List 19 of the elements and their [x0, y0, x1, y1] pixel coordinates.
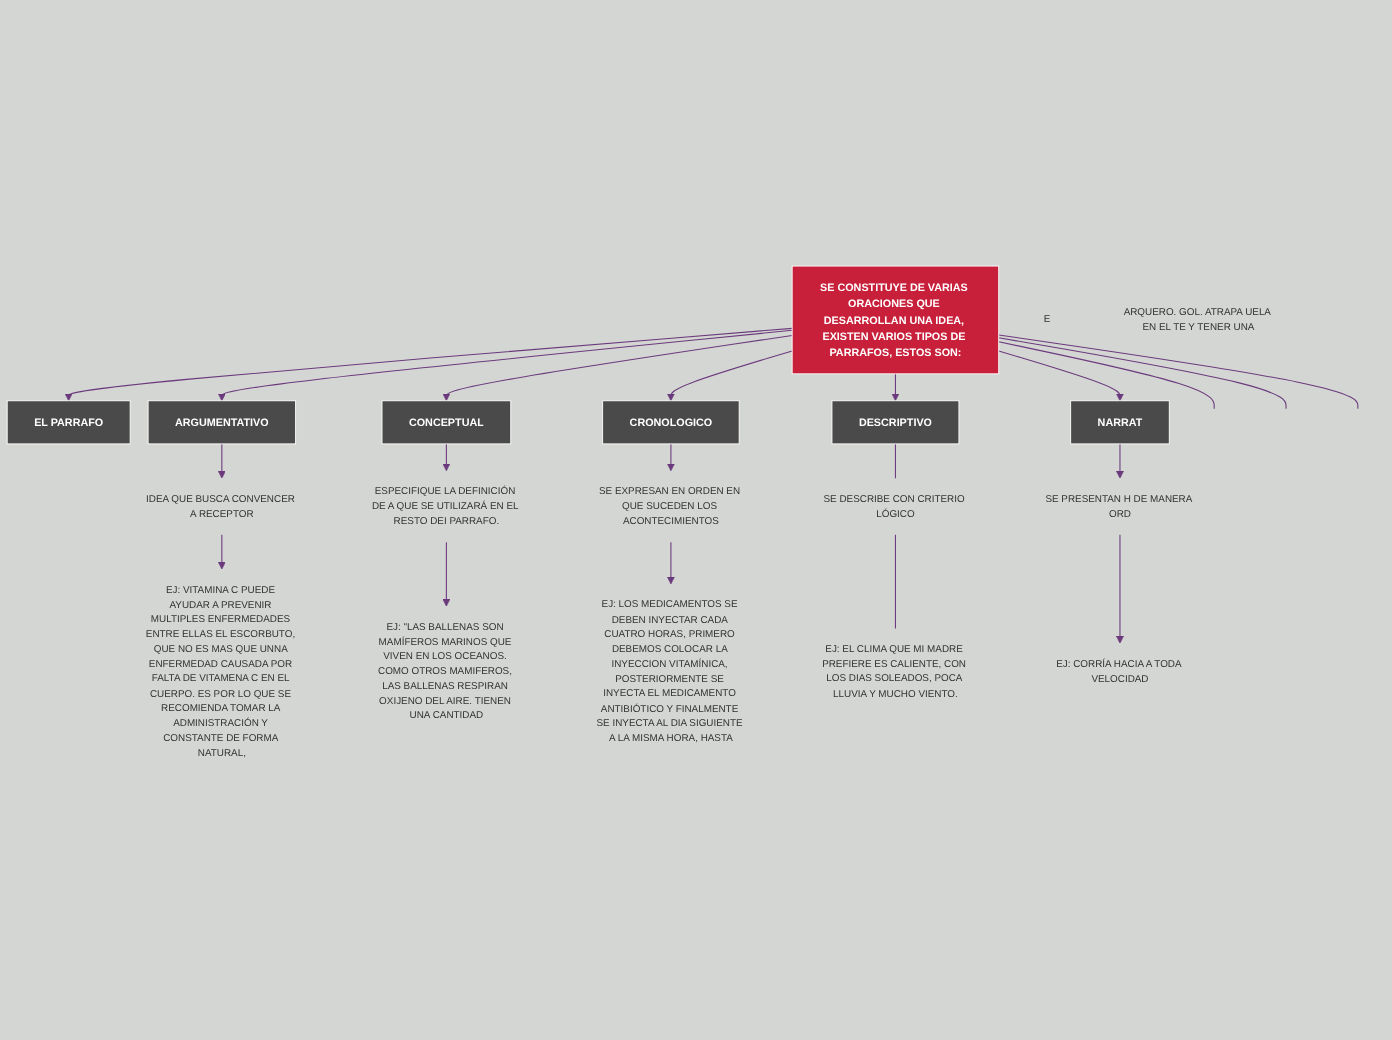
connector-line [998, 350, 1124, 402]
connector-line [217, 534, 226, 570]
connector-line [1116, 534, 1124, 644]
connector-line [998, 337, 1287, 410]
connector-line [666, 443, 675, 472]
connector-line [442, 334, 793, 402]
connector-line [442, 443, 451, 472]
connector-line [64, 327, 793, 402]
connector-line [217, 329, 793, 402]
connector-line [894, 534, 896, 629]
connector-line [998, 334, 1359, 410]
connector-line [666, 350, 793, 402]
connector-line [666, 541, 675, 585]
connector-line [1116, 443, 1124, 479]
connector-line [894, 443, 896, 479]
connector-line [998, 341, 1215, 410]
connector-line [442, 541, 451, 607]
connector-line [891, 373, 900, 402]
connector-line [217, 443, 226, 479]
